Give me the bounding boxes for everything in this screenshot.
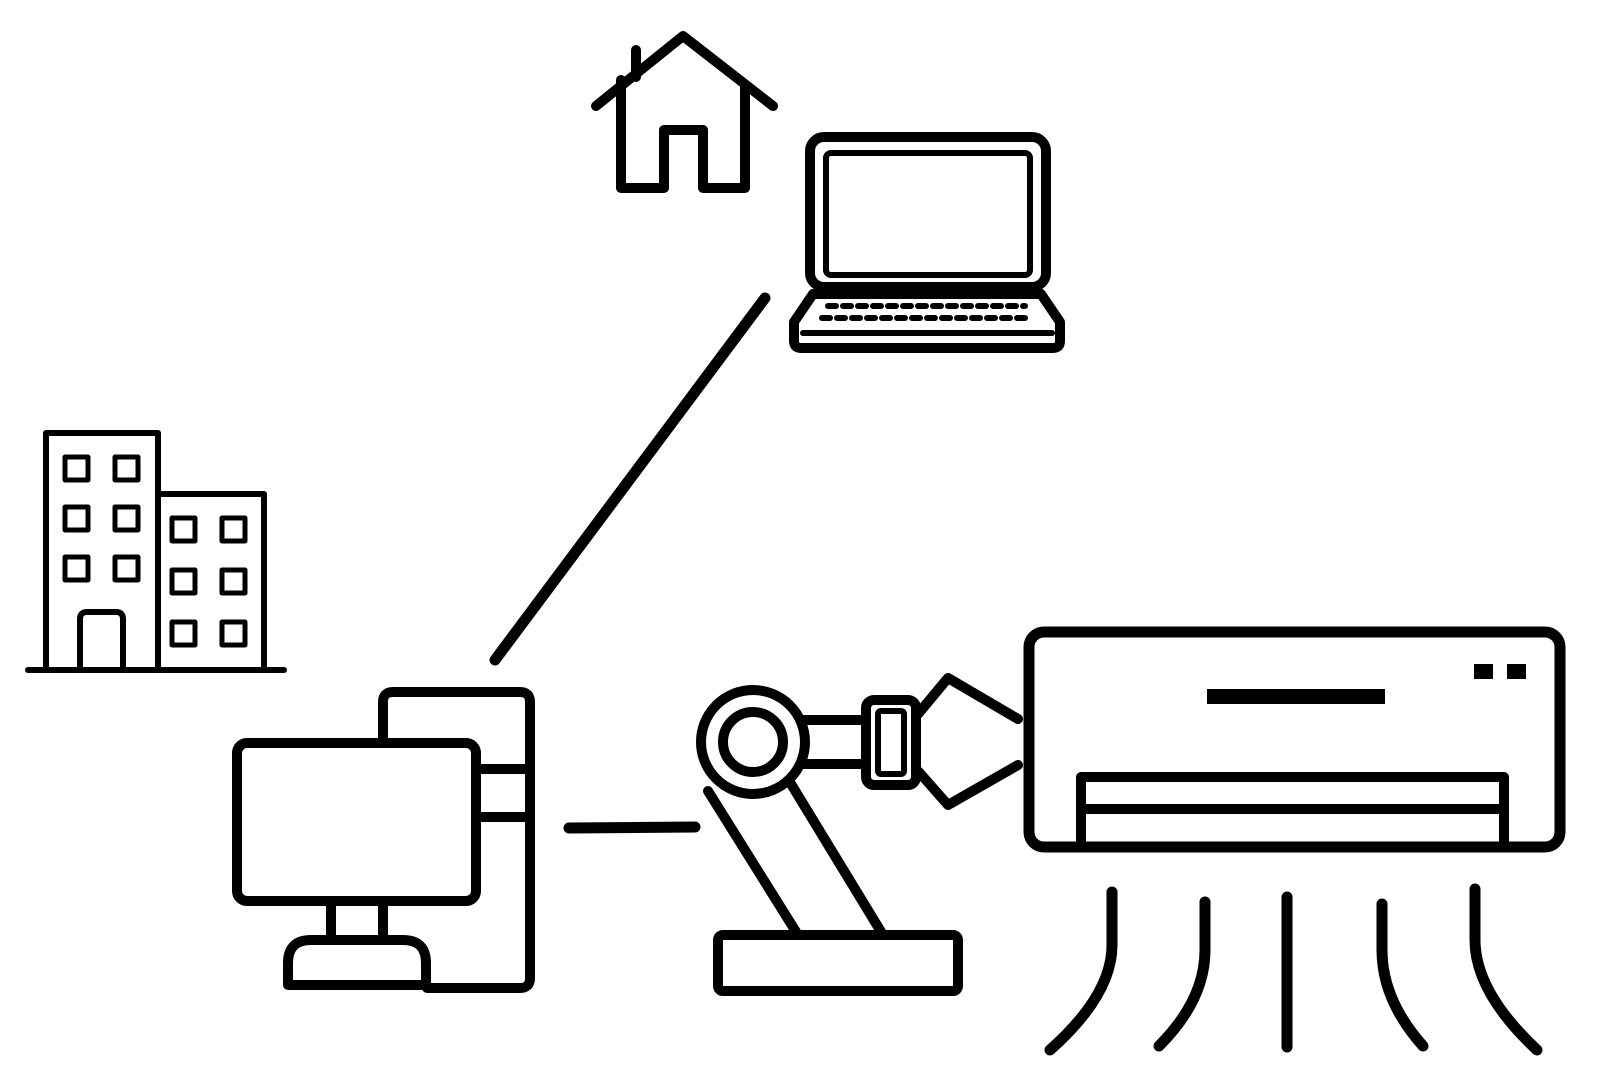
laptop-icon — [789, 132, 1065, 353]
connection-desktop-laptop — [489, 292, 771, 666]
office-buildings-icon — [25, 430, 287, 673]
desktop-computer-icon — [232, 687, 535, 993]
house-icon — [591, 31, 778, 193]
robotic-arm-icon — [696, 673, 1023, 996]
laptop-keyboard — [819, 303, 1034, 321]
connection-desktop-robot — [563, 821, 701, 834]
airflow-lines — [1044, 883, 1543, 1056]
air-conditioner-icon — [1023, 626, 1566, 1056]
